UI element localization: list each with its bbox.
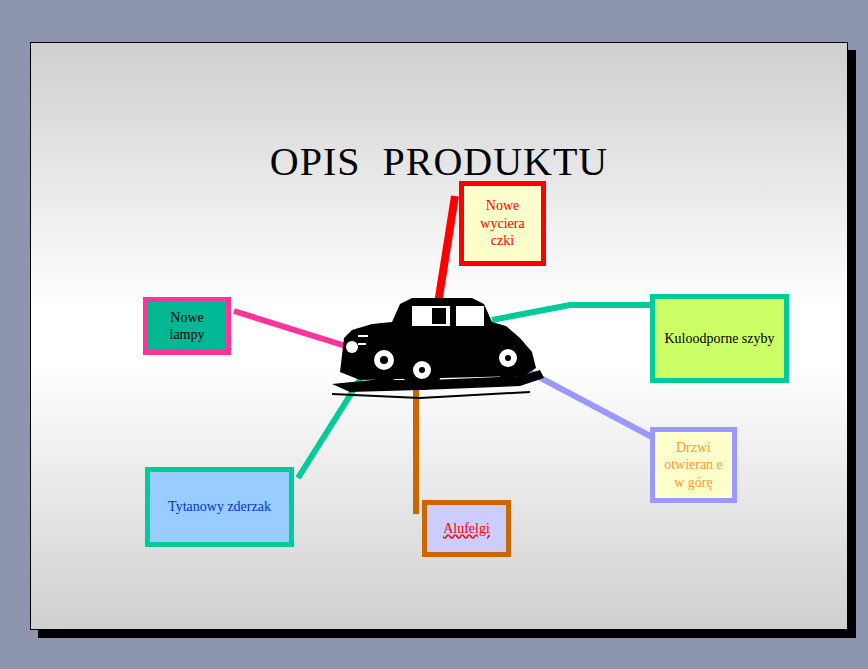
callout-box: Drzwi otwieran e w górę — [650, 427, 737, 503]
callout-box: Nowe wyciera czki — [459, 181, 546, 266]
callout-text: Kuloodporne szyby — [664, 330, 774, 348]
slide-title: OPIS PRODUKTU — [30, 138, 848, 185]
callout-box: Alufelgi — [422, 500, 511, 557]
callout-text: Drzwi otwieran e w górę — [659, 439, 728, 492]
callout-box: Tytanowy zderzak — [145, 467, 294, 547]
callout-text: Alufelgi — [443, 520, 490, 538]
car-illustration — [332, 298, 544, 398]
callout-text: Nowe wyciera czki — [468, 197, 537, 250]
callout-box: Kuloodporne szyby — [650, 294, 789, 383]
callout-text: Nowe lampy — [152, 309, 222, 344]
callout-text: Tytanowy zderzak — [168, 498, 271, 516]
callout-box: Nowe lampy — [143, 297, 231, 355]
